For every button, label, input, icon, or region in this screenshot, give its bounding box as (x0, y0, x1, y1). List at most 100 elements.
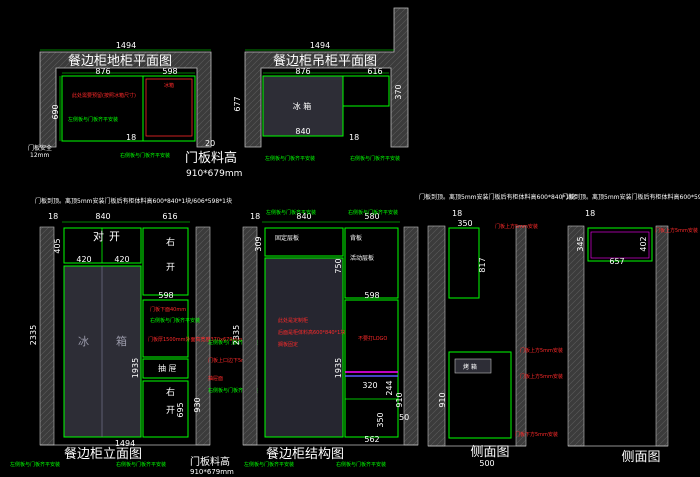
wall-plan-right-cabinet (342, 75, 390, 107)
structure-note-r3: 搁板固定 (278, 341, 298, 348)
structure-upper-left (264, 227, 344, 257)
structure-title: 餐边柜结构图 (266, 446, 344, 462)
elevation-drawer (142, 358, 189, 379)
structure-fridge-space (264, 257, 344, 438)
side1-note-r2: 门板上方5mm安装 (520, 347, 563, 354)
wall-plan-dim-left: 876 (295, 67, 310, 76)
structure-note-r1: 此处是定制柜 (278, 317, 308, 324)
elevation-upper-doors (63, 227, 142, 264)
structure-wall-left (242, 226, 258, 446)
structure-upper-right (344, 227, 399, 299)
structure-dim-244: 244 (385, 380, 394, 395)
elevation-note-r4: 抽屉面 (208, 375, 223, 382)
side-view-2: 门板到顶。离顶5mm安装门板后有柜体料高600*598*1块 18 345 40… (562, 193, 700, 465)
elevation-note-r1: 门板下面40mm (150, 306, 186, 313)
side2-dim-18: 18 (585, 209, 595, 218)
structure-dim-18: 18 (250, 212, 260, 221)
structure-dim-840: 840 (296, 212, 311, 221)
structure-dim-320: 320 (362, 381, 377, 390)
elevation-dim-420b: 420 (114, 255, 129, 264)
side2-dim-402: 402 (639, 236, 648, 251)
floor-plan-left-cabinet (61, 75, 144, 142)
floor-plan-dim-right: 598 (162, 67, 177, 76)
floor-plan-dim-20: 20 (205, 139, 215, 148)
wall-plan-dim-18: 18 (349, 133, 359, 142)
floor-plan-view: 1494 餐边柜地柜平面图 876 598 冰箱 690 此处需要预留(按照冰箱… (28, 41, 215, 159)
side2-note: 门板到顶。离顶5mm安装门板后有柜体料高600*598*1块 (562, 193, 700, 201)
elevation-note-g2: 左侧板与门板齐平安装 (208, 339, 258, 346)
side2-upper-cabinet (587, 227, 653, 262)
floor-plan-fridge-label: 冰箱 (164, 82, 174, 89)
side2-dim-345: 345 (576, 236, 585, 251)
door-spec-top: 门板料高 910*679mm (185, 150, 242, 179)
door-spec-size-2: 910*679mm (190, 468, 234, 476)
side1-dim-18: 18 (452, 209, 462, 218)
side1-title: 侧面图 (470, 445, 509, 460)
structure-lower-right (344, 299, 399, 438)
wall-plan-dim-677: 677 (233, 96, 242, 111)
structure-note-g2: 右侧板与门板齐平安装 (348, 209, 398, 216)
structure-note-r2: 后面是柜体料高600*840*1块 (278, 329, 345, 336)
side-view-1: 门板到顶。离顶5mm安装门板后有柜体料高600*840*1块 350 18 81… (419, 193, 575, 468)
elevation-right-open-2: 开 (166, 262, 175, 273)
floor-plan-dim-total: 1494 (116, 41, 136, 50)
side1-note-r1: 门板上方5mm安装 (495, 223, 538, 230)
elevation-note: 门板到顶。离顶5mm安装门板后有柜体料高600*840*1块/606*598*1… (35, 197, 232, 205)
structure-dim-50: 50 (399, 413, 409, 422)
elevation-right-open-4: 开 (166, 405, 175, 416)
side1-oven-label: 烤 箱 (463, 363, 477, 371)
elevation-note-g1: 右侧板与门板齐平安装 (150, 317, 200, 324)
wall-plan-note-green-2: 右侧板与门板齐平安装 (350, 155, 400, 162)
elevation-bottom-left: 左侧板与门板齐平安装 (10, 461, 60, 468)
elevation-right-lower (142, 380, 189, 438)
structure-dim-750: 750 (334, 258, 343, 273)
side1-lower-cabinet (448, 351, 512, 439)
wall-plan-note-green: 左侧板与门板齐平安装 (265, 155, 315, 162)
floor-plan-note-green: 左侧板与门板齐平安装 (68, 116, 118, 123)
structure-dim-562: 562 (364, 435, 379, 444)
elevation-view: 门板到顶。离顶5mm安装门板后有柜体料高600*840*1块/606*598*1… (10, 197, 258, 468)
side1-note: 门板到顶。离顶5mm安装门板后有柜体料高600*840*1块 (419, 193, 575, 201)
floor-plan-note-red: 此处需要预留(按照冰箱尺寸) (72, 92, 136, 99)
elevation-wall-left (39, 226, 55, 446)
side1-dim-817: 817 (478, 257, 487, 272)
elevation-drawer-label: 抽 屉 (158, 363, 177, 373)
elevation-note-r2: 门板厚1500mm外面高宽度370x679mm (148, 336, 242, 343)
side1-upper-cabinet (448, 227, 480, 299)
floor-plan-title: 餐边柜地柜平面图 (68, 53, 172, 69)
elevation-title: 餐边柜立面图 (64, 446, 142, 462)
floor-plan-dim-left: 876 (95, 67, 110, 76)
floor-plan-dim-18: 18 (126, 133, 136, 142)
structure-label-shelf: 活动层板 (350, 254, 374, 262)
door-spec-label: 门板料高 (185, 150, 237, 166)
side1-wall (427, 225, 446, 447)
floor-plan-fridge-slot (145, 78, 193, 137)
elevation-dim-420a: 420 (76, 255, 91, 264)
side2-upper-inner (590, 231, 650, 259)
side1-note-r3: 门板上方5mm安装 (520, 373, 563, 380)
structure-dim-2335: 2335 (232, 325, 241, 345)
wall-plan-dim-840: 840 (295, 127, 310, 136)
elevation-dim-1935: 1935 (131, 358, 140, 378)
elevation-dim-930: 930 (193, 397, 202, 412)
wall-plan-dim-370: 370 (394, 84, 403, 99)
wall-plan-fridge-label: 冰 箱 (293, 101, 312, 111)
elevation-right-mid (142, 299, 189, 358)
wall-plan-left-cabinet (262, 75, 344, 137)
elevation-dim-598: 598 (158, 291, 173, 300)
floor-plan-right-cabinet (142, 75, 196, 142)
elevation-fridge-2: 箱 (116, 334, 127, 348)
elevation-dim-1494: 1494 (115, 439, 135, 448)
structure-note-g1: 左侧板与门板齐平安装 (266, 209, 316, 216)
side2-wall (567, 225, 585, 447)
side2-note-r1: 门板上方5mm安装 (655, 227, 698, 234)
structure-bottom-right: 右侧板与门板齐平安装 (336, 461, 386, 468)
elevation-dim-695: 695 (176, 402, 185, 417)
elevation-dim-18: 18 (48, 212, 58, 221)
structure-dim-910: 910 (395, 392, 404, 407)
elevation-dim-2335: 2335 (29, 325, 38, 345)
side1-dim-500: 500 (479, 459, 494, 468)
elevation-right-open-3: 右 (166, 386, 175, 398)
elevation-right-open-1: 右 (166, 236, 175, 248)
elevation-door-right: 开 (109, 230, 120, 243)
